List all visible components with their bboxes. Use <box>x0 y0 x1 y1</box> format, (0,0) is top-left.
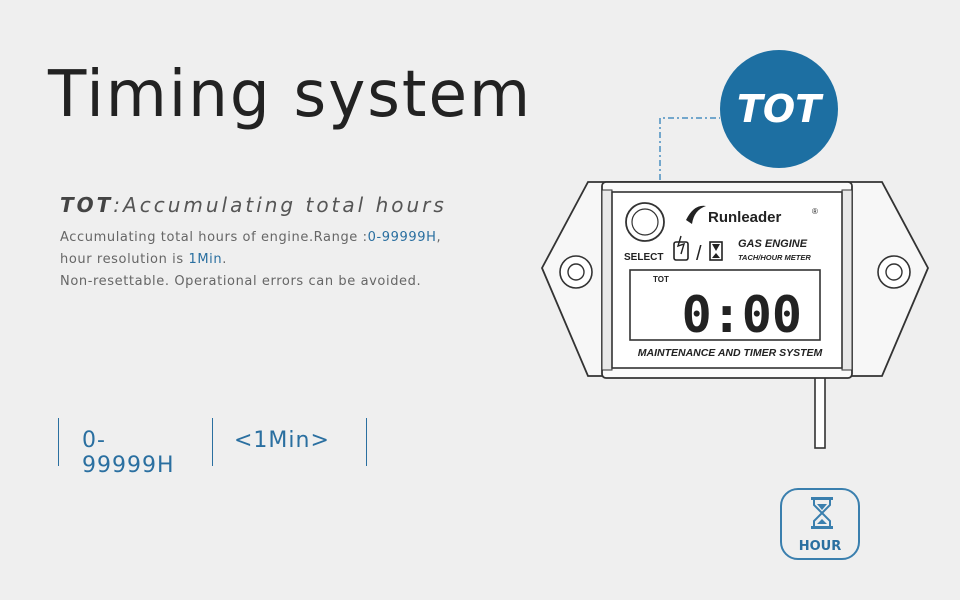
tot-callout-badge: TOT <box>720 50 838 168</box>
hourglass-small-icon <box>709 241 723 261</box>
device-footer-label: MAINTENANCE AND TIMER SYSTEM <box>638 347 823 359</box>
details-line-1-text: Accumulating total hours of engine.Range… <box>60 230 368 245</box>
mode-description: :Accumulating total hours <box>113 193 447 217</box>
device-cable <box>814 375 826 449</box>
lcd-readout: 0:00 <box>682 286 802 344</box>
details-line-1: Accumulating total hours of engine.Range… <box>60 227 441 249</box>
brand-name: Runleader <box>708 209 782 226</box>
spec-divider <box>212 418 213 466</box>
spec-range: 0-99999H <box>82 428 175 478</box>
engine-icon <box>673 235 689 261</box>
mode-details: Accumulating total hours of engine.Range… <box>60 227 441 293</box>
hour-meter-device: SELECT Runleader ® / GAS ENGINE TACH/HOU… <box>541 181 929 449</box>
hourglass-icon <box>811 497 833 529</box>
trademark: ® <box>812 207 818 216</box>
meter-label: TACH/HOUR METER <box>738 253 811 262</box>
tot-callout-label: TOT <box>736 87 822 131</box>
mode-subtitle: TOT:Accumulating total hours <box>60 193 447 217</box>
engine-label: GAS ENGINE <box>738 238 808 250</box>
details-line-3: Non-resettable. Operational errors can b… <box>60 274 422 289</box>
details-line-2: hour resolution is 1Min. <box>60 249 441 271</box>
spec-divider <box>58 418 59 466</box>
select-label: SELECT <box>624 252 663 263</box>
spec-divider <box>366 418 367 466</box>
hour-badge-label: HOUR <box>798 539 842 554</box>
range-value: 0-99999H <box>367 230 437 245</box>
details-line-1-suffix: , <box>436 230 442 245</box>
lcd-screen <box>629 269 821 341</box>
spec-resolution: <1Min> <box>234 428 330 453</box>
details-line-2-text: hour resolution is <box>60 252 189 267</box>
details-line-2-suffix: . <box>222 252 227 267</box>
lcd-mode-indicator: TOT <box>653 275 669 284</box>
icon-slash: / <box>696 243 702 265</box>
mode-abbrev: TOT <box>60 193 114 217</box>
resolution-value: 1Min <box>188 252 223 267</box>
brand-logo-icon <box>686 205 706 224</box>
page-title: Timing system <box>48 58 533 132</box>
hour-badge: HOUR <box>780 488 860 560</box>
